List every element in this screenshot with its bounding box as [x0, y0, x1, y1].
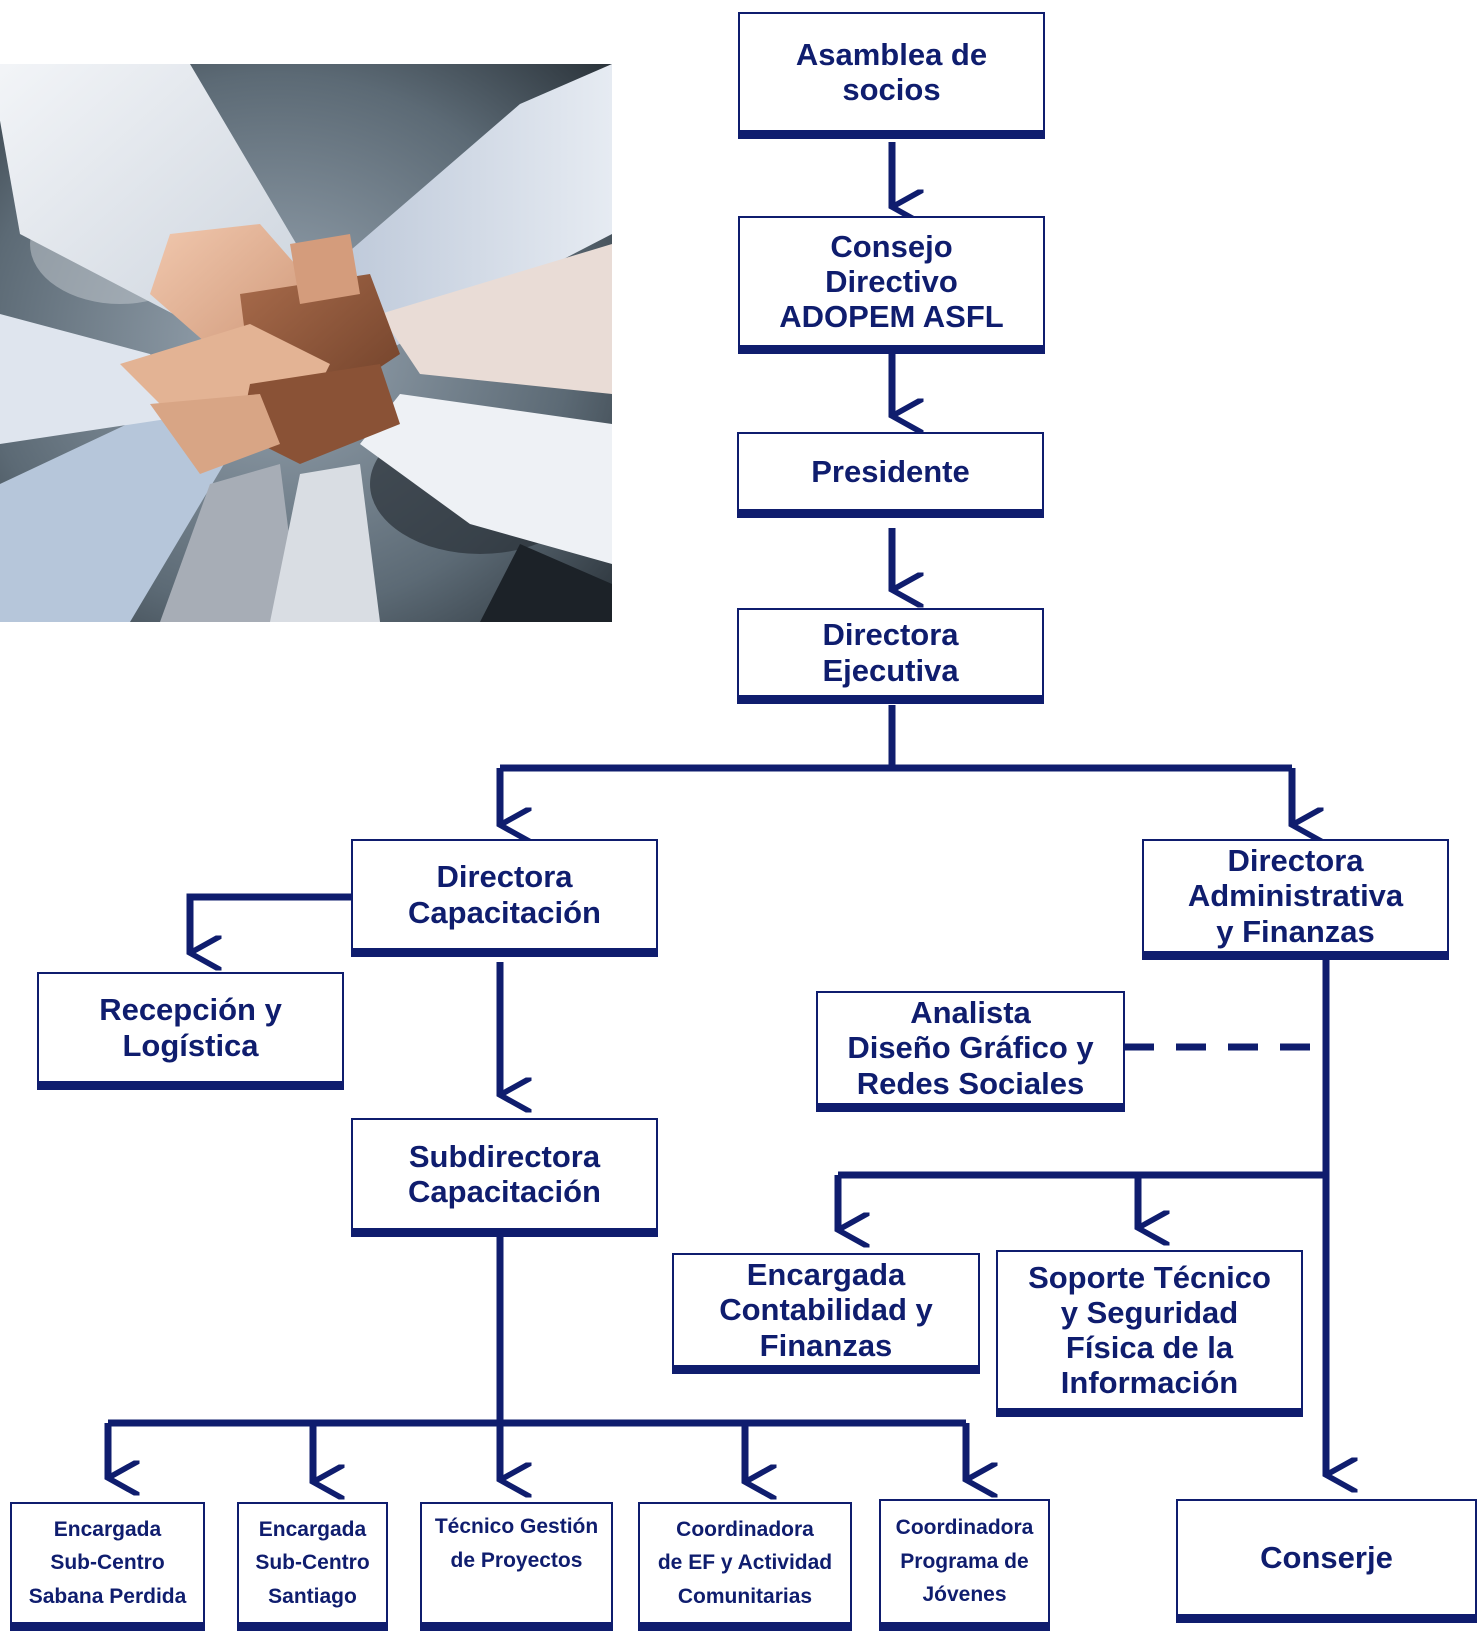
- node-coordinadora-ef: Coordinadora de EF y Actividad Comunitar…: [638, 1502, 852, 1631]
- node-conserje: Conserje: [1176, 1499, 1477, 1623]
- node-encargada-santiago: Encargada Sub-Centro Santiago: [237, 1502, 388, 1631]
- node-consejo-directivo: Consejo Directivo ADOPEM ASFL: [738, 216, 1045, 354]
- node-asamblea-de-socios: Asamblea de socios: [738, 12, 1045, 139]
- node-encargada-sabana-perdida: Encargada Sub-Centro Sabana Perdida: [10, 1502, 205, 1631]
- node-soporte-tecnico: Soporte Técnico y Seguridad Física de la…: [996, 1250, 1303, 1417]
- arrow-to-recepcion: [186, 893, 352, 953]
- node-tecnico-gestion-proyectos: Técnico Gestión de Proyectos: [420, 1502, 613, 1631]
- node-recepcion-logistica: Recepción y Logística: [37, 972, 344, 1090]
- team-hands-photo: [0, 64, 612, 622]
- team-hands-stacked-photo-icon: [0, 64, 612, 622]
- node-subdirectora-capacitacion: Subdirectora Capacitación: [351, 1118, 658, 1237]
- node-analista-diseno: Analista Diseño Gráfico y Redes Sociales: [816, 991, 1125, 1112]
- node-presidente: Presidente: [737, 432, 1044, 518]
- node-directora-ejecutiva: Directora Ejecutiva: [737, 608, 1044, 704]
- node-encargada-contabilidad: Encargada Contabilidad y Finanzas: [672, 1253, 980, 1374]
- node-directora-administrativa: Directora Administrativa y Finanzas: [1142, 839, 1449, 960]
- node-coordinadora-jovenes: Coordinadora Programa de Jóvenes: [879, 1499, 1050, 1631]
- node-directora-capacitacion: Directora Capacitación: [351, 839, 658, 957]
